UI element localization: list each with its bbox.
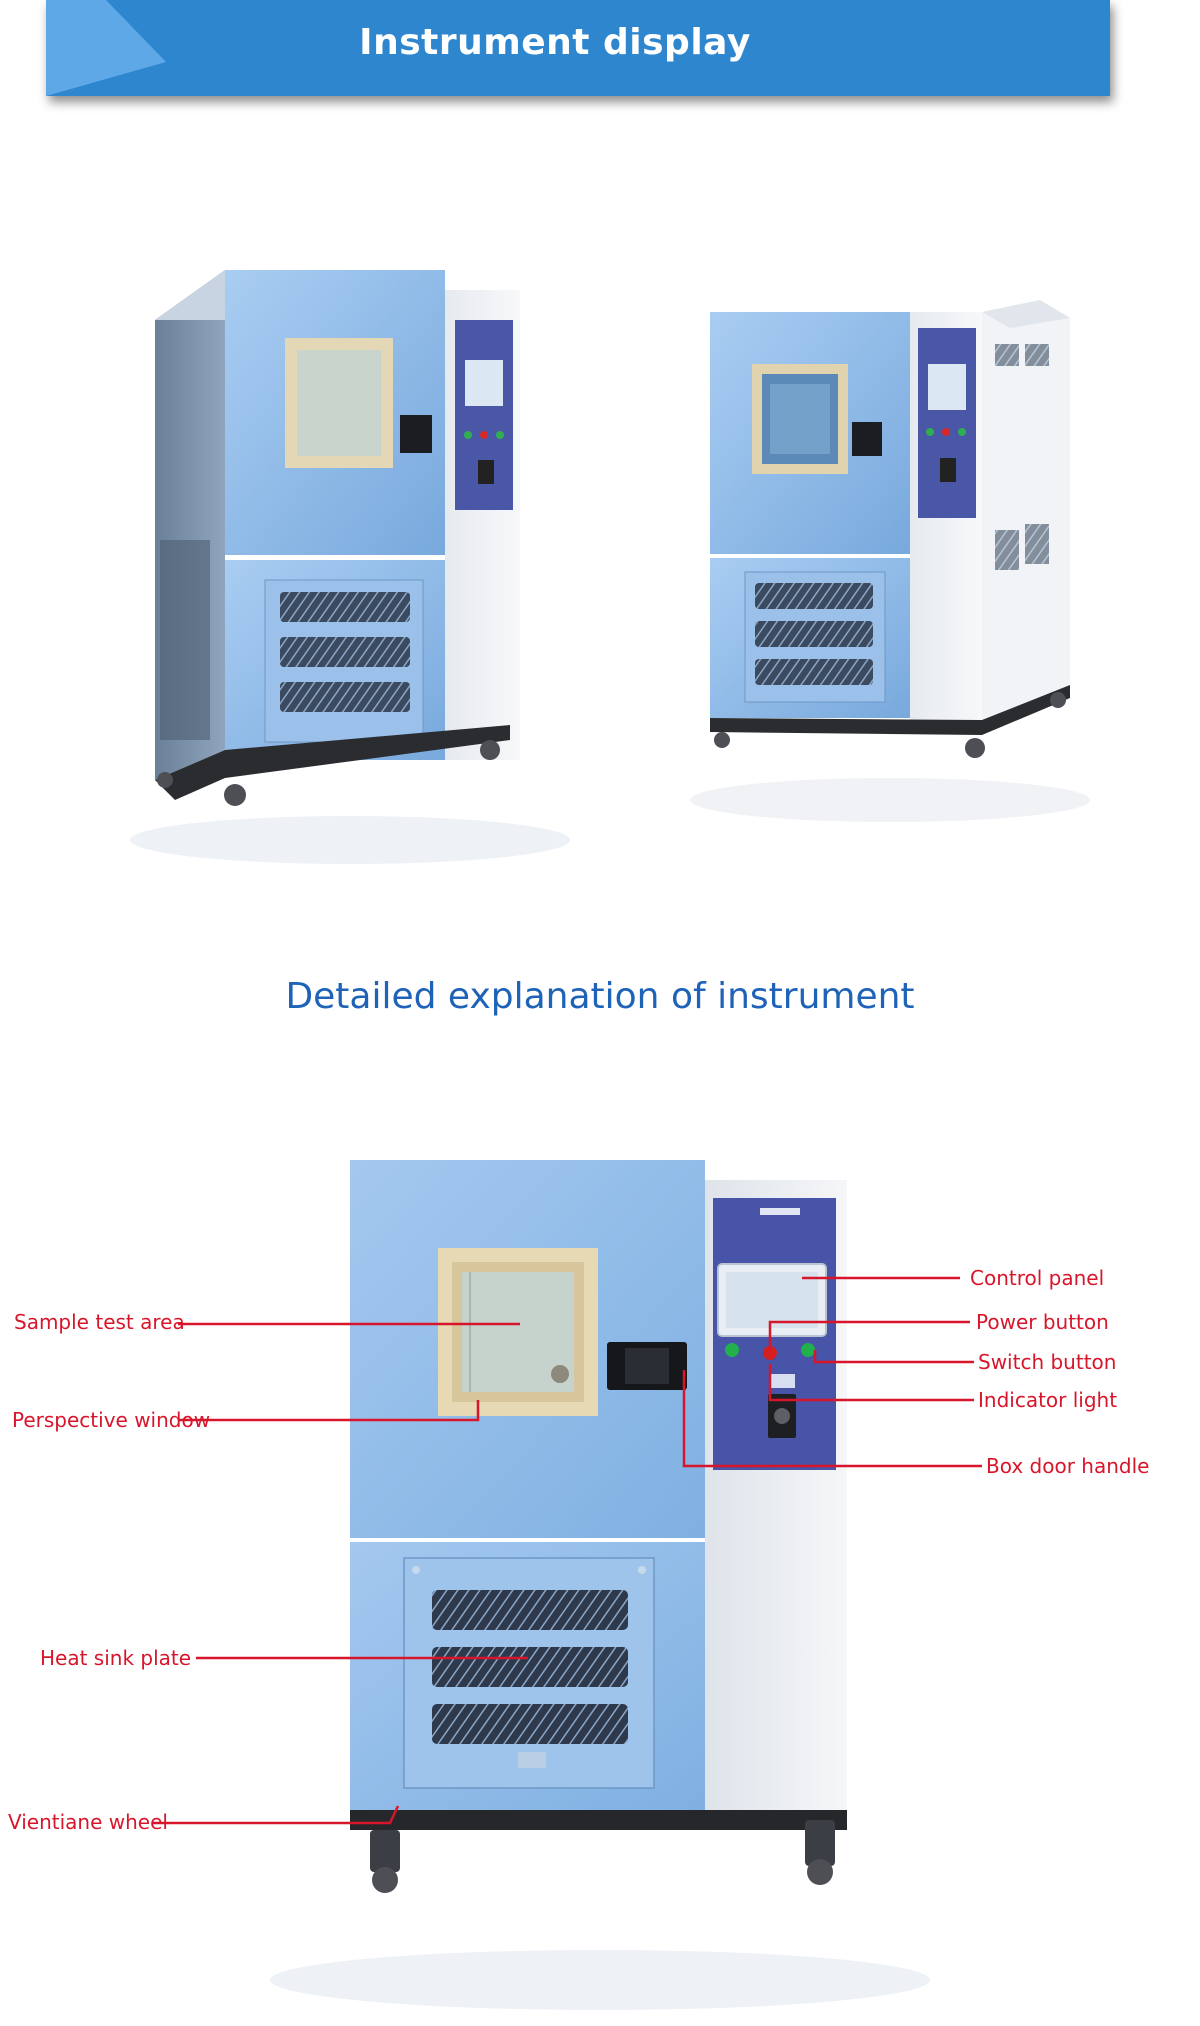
callout-sample-test-area: Sample test area bbox=[14, 1310, 185, 1334]
callout-switch-button: Switch button bbox=[978, 1350, 1117, 1374]
callout-box-door-handle: Box door handle bbox=[986, 1454, 1150, 1478]
callout-control-panel: Control panel bbox=[970, 1266, 1105, 1290]
banner-title: Instrument display bbox=[359, 22, 751, 63]
banner-fold-decoration bbox=[46, 0, 166, 96]
instrument-detail-photo bbox=[152, 1160, 982, 2010]
callout-indicator-light: Indicator light bbox=[978, 1388, 1118, 1412]
machine-left bbox=[155, 270, 520, 806]
instrument-photos bbox=[130, 270, 1090, 864]
callout-vientiane-wheel: Vientiane wheel bbox=[8, 1810, 168, 1834]
callout-perspective-window: Perspective window bbox=[12, 1408, 211, 1432]
header-banner bbox=[46, 0, 1110, 96]
callout-power-button: Power button bbox=[976, 1310, 1109, 1334]
section-title: Detailed explanation of instrument bbox=[285, 976, 915, 1017]
machine-right bbox=[710, 300, 1070, 758]
callout-heat-sink-plate: Heat sink plate bbox=[40, 1646, 192, 1670]
